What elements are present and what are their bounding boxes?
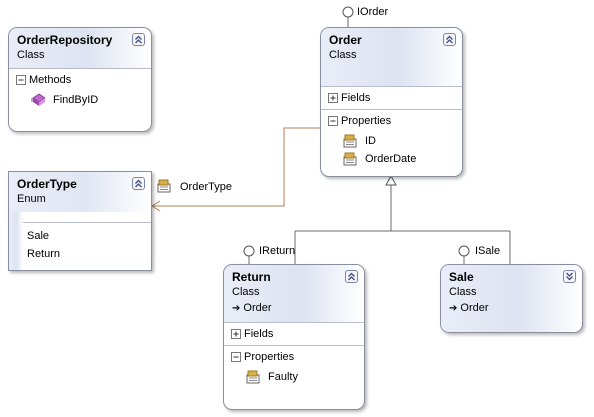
class-shape-order-repository[interactable]: OrderRepository Class Methods <box>8 27 152 132</box>
compartment-header[interactable]: Methods <box>9 69 151 91</box>
property-icon <box>343 152 359 166</box>
member-row[interactable]: ID <box>321 132 462 150</box>
compartment-label: Fields <box>244 328 274 340</box>
chevron-up-icon <box>348 272 355 281</box>
shape-header: Order Class <box>321 28 462 68</box>
class-shape-order[interactable]: Order Class Fields Properties <box>320 27 463 177</box>
shape-title: OrderRepository <box>17 33 113 47</box>
member-name: FindByID <box>53 94 99 106</box>
chevron-up-icon <box>446 35 453 44</box>
inherits-arrow-icon: ➔ <box>232 303 241 314</box>
shape-kind: Enum <box>17 193 46 205</box>
member-row[interactable]: FindByID <box>9 91 151 109</box>
compartment-header[interactable]: Fields <box>321 87 462 109</box>
class-shape-return[interactable]: Return Class ➔Order Fields Properties <box>223 264 365 410</box>
plus-icon <box>233 331 239 337</box>
shape-title: Order <box>329 33 362 47</box>
compartment-label: Properties <box>244 351 295 363</box>
minus-icon <box>330 120 336 122</box>
property-icon <box>343 134 359 148</box>
chevron-up-icon <box>135 179 142 188</box>
minus-icon <box>233 356 239 358</box>
association-connector[interactable] <box>151 127 320 212</box>
chevron-down-icon <box>566 272 573 281</box>
base-class-name: Order <box>460 302 489 314</box>
method-icon <box>31 93 47 107</box>
inheritance-connector[interactable] <box>294 174 511 264</box>
compartment-label: Properties <box>341 115 392 127</box>
enum-value[interactable]: Return <box>27 248 61 260</box>
compartment-label: Fields <box>341 92 371 104</box>
shape-kind: Class <box>232 286 260 298</box>
compartment-label: Methods <box>29 74 72 86</box>
compartment-header[interactable]: Properties <box>321 110 462 132</box>
expand-compartment-button[interactable] <box>231 329 241 339</box>
association-label: OrderType <box>180 181 232 193</box>
expand-shape-button[interactable] <box>563 270 576 283</box>
shape-title: Return <box>232 270 271 284</box>
collapse-shape-button[interactable] <box>132 33 145 46</box>
collapse-shape-button[interactable] <box>345 270 358 283</box>
collapse-compartment-button[interactable] <box>328 116 338 126</box>
collapse-shape-button[interactable] <box>443 33 456 46</box>
plus-icon <box>330 95 336 101</box>
compartment-header[interactable]: Fields <box>224 323 364 345</box>
minus-icon <box>18 79 24 81</box>
compartment-properties: Properties Faulty <box>224 345 364 386</box>
shape-kind: Class <box>329 49 357 61</box>
compartment-properties: Properties ID OrderDate <box>321 109 462 168</box>
member-name: ID <box>365 135 376 147</box>
property-icon <box>157 179 173 193</box>
header-spacer <box>9 212 151 222</box>
enum-value[interactable]: Sale <box>27 230 50 242</box>
member-name: Faulty <box>268 371 298 383</box>
enum-shape-order-type[interactable]: OrderType Enum Sale Return <box>8 171 152 271</box>
property-icon <box>246 370 262 384</box>
interface-label-ireturn: IReturn <box>259 245 296 257</box>
shape-title: Sale <box>449 270 474 284</box>
collapse-compartment-button[interactable] <box>231 352 241 362</box>
inherits-arrow-icon: ➔ <box>449 303 458 314</box>
shape-header: Return Class ➔Order <box>224 265 364 322</box>
member-row[interactable]: Faulty <box>224 368 364 386</box>
interface-label-iorder: IOrder <box>357 6 389 18</box>
compartment-fields: Fields <box>224 322 364 345</box>
collapse-compartment-button[interactable] <box>16 75 26 85</box>
member-row[interactable]: OrderDate <box>321 150 462 168</box>
shape-title: OrderType <box>17 177 77 191</box>
shape-header: OrderRepository Class <box>9 28 151 68</box>
base-class: ➔Order <box>232 301 356 316</box>
member-name: OrderDate <box>365 153 417 165</box>
base-class: ➔Order <box>449 301 574 316</box>
interface-label-isale: ISale <box>475 245 501 257</box>
shape-header: Sale Class ➔Order <box>441 265 582 332</box>
class-shape-sale[interactable]: Sale Class ➔Order <box>440 264 583 333</box>
compartment-fields: Fields <box>321 86 462 109</box>
compartment-methods: Methods FindByID <box>9 68 151 109</box>
expand-compartment-button[interactable] <box>328 93 338 103</box>
header-spacer <box>321 68 462 86</box>
enum-values: Sale Return <box>23 222 151 263</box>
shape-kind: Class <box>17 49 45 61</box>
base-class-name: Order <box>243 302 272 314</box>
chevron-up-icon <box>135 35 142 44</box>
compartment-header[interactable]: Properties <box>224 346 364 368</box>
shape-header: OrderType Enum <box>9 172 151 212</box>
shape-kind: Class <box>449 286 477 298</box>
collapse-shape-button[interactable] <box>132 177 145 190</box>
